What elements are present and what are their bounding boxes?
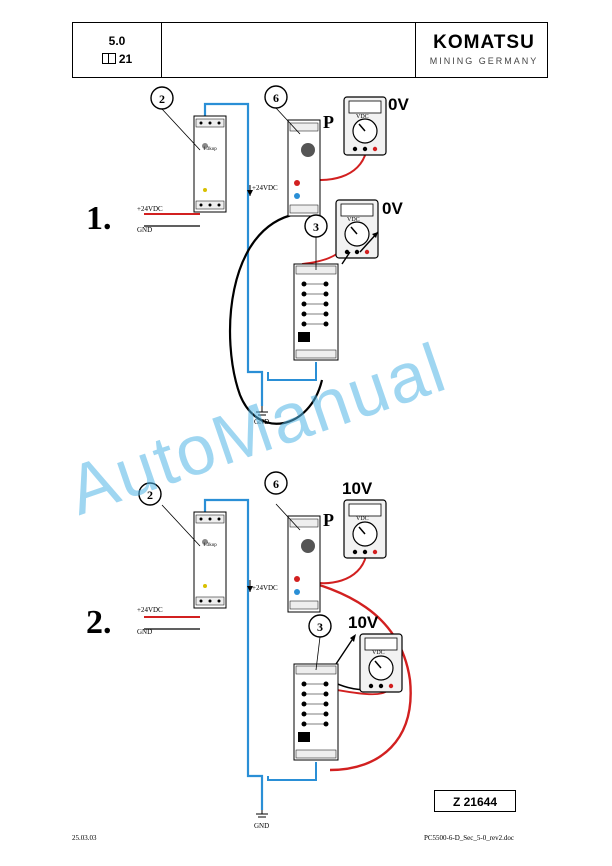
meter2-reading: 0V	[382, 199, 403, 218]
callout-label: 3	[317, 620, 323, 634]
meter-unit: VDC	[356, 114, 369, 120]
p-label: P	[323, 112, 334, 132]
komatsu-logo: KOMATSU MINING GERMANY	[423, 32, 545, 66]
supply-mid-label: +24VDC	[252, 584, 278, 592]
brand-subtitle: MINING GERMANY	[429, 56, 539, 66]
p-label: P	[323, 510, 334, 530]
footer-date: 25.03.03	[72, 834, 97, 842]
meter-unit: VDC	[347, 217, 360, 223]
footer-filename: PC5500-6-D_Sec_5-0_rev2.doc	[424, 834, 515, 842]
callout-6-step1: 6	[264, 85, 288, 109]
step-number-1: 1.	[86, 200, 112, 237]
gnd-label: GND	[137, 226, 152, 234]
meter1-reading: 0V	[388, 95, 409, 114]
callout-2-step1: 2	[150, 86, 174, 110]
callout-label: 3	[313, 220, 319, 234]
step-number-2: 2.	[86, 604, 112, 641]
section-number: 5.0	[108, 34, 126, 48]
meter1-reading: 10V	[342, 479, 373, 498]
brand-name: KOMATSU	[433, 32, 535, 53]
relay-label: 1.3kop	[203, 543, 217, 548]
supply-label: +24VDC	[137, 606, 163, 614]
header-blank-cell	[161, 23, 416, 77]
callout-6-step2: 6	[264, 471, 288, 495]
relay-label: 1.3kop	[203, 147, 217, 152]
callout-3-step2: 3	[308, 614, 332, 638]
step-2-diagram	[144, 498, 412, 818]
callout-label: 6	[273, 91, 279, 105]
section-cell: 5.0 21	[73, 23, 162, 77]
callout-label: 2	[159, 92, 165, 106]
page-count-value: 21	[118, 52, 133, 66]
page-count: 21	[73, 52, 161, 66]
meter-unit: VDC	[356, 516, 369, 522]
callout-label: 2	[147, 488, 153, 502]
gnd-label: GND	[137, 628, 152, 636]
figure-id: Z 21644	[434, 790, 516, 812]
book-icon	[101, 53, 116, 64]
callout-2-step2: 2	[138, 482, 162, 506]
supply-label: +24VDC	[137, 205, 163, 213]
meter-unit: VDC	[372, 650, 385, 656]
meter2-reading: 10V	[348, 613, 379, 632]
header-box: 5.0 21 KOMATSU MINING GERMANY	[72, 22, 548, 78]
gnd-bottom-label: GND	[254, 418, 269, 426]
supply-mid-label: +24VDC	[252, 184, 278, 192]
step-1-diagram	[144, 96, 387, 425]
callout-3-step1: 3	[304, 214, 328, 238]
callout-label: 6	[273, 477, 279, 491]
gnd-bottom-label: GND	[254, 822, 269, 830]
